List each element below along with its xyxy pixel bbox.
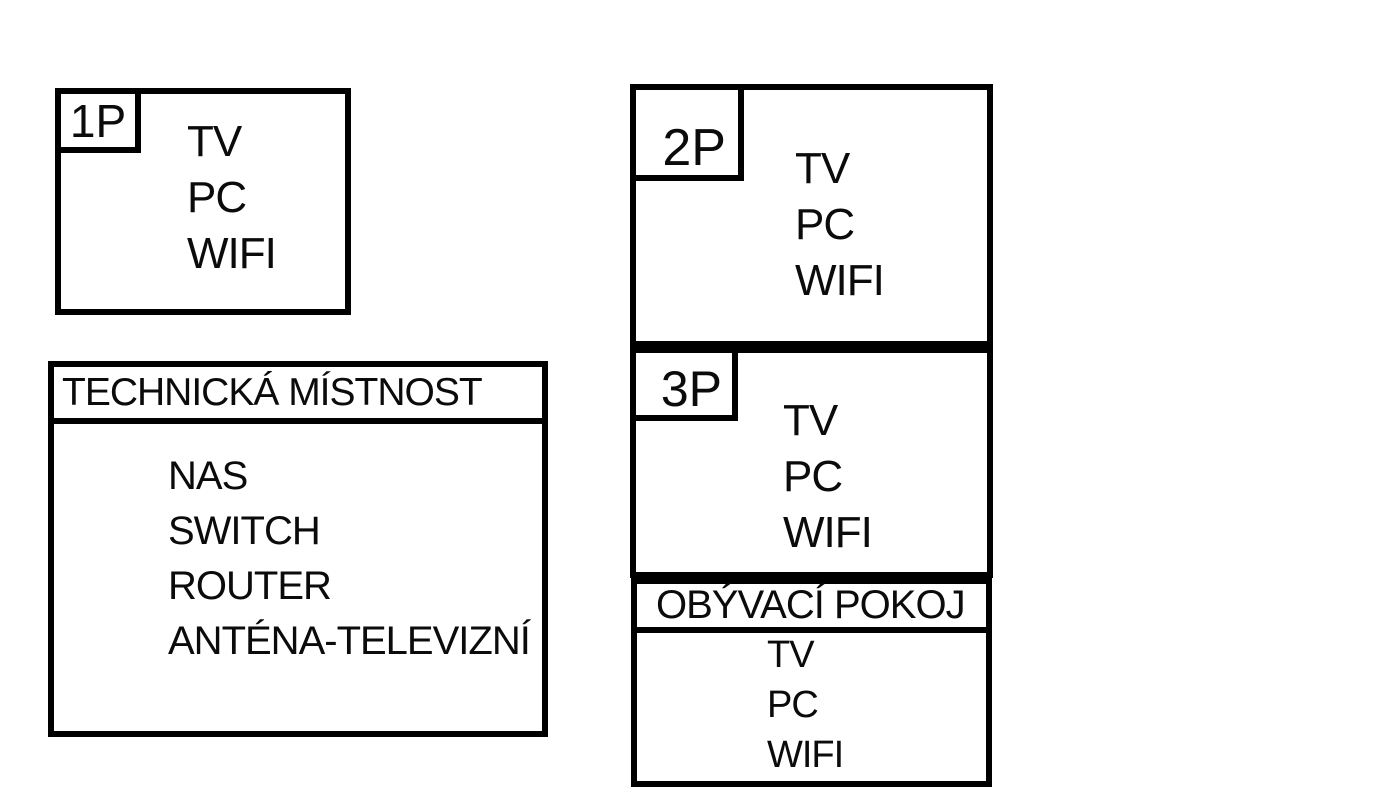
equipment-item-pc: PC (767, 684, 819, 726)
technical-room-header: TECHNICKÁ MÍSTNOST (54, 367, 542, 424)
floor-3-label-box: 3P (630, 347, 738, 421)
room-floor-1: 1P TV PC WIFI (55, 88, 351, 315)
equipment-item-pc: PC (795, 200, 855, 249)
floor-2-equipment-list: TV PC WIFI (795, 141, 885, 309)
room-living: OBÝVACÍ POKOJ TV PC WIFI (631, 578, 992, 787)
equipment-item-antenna: ANTÉNA-TELEVIZNÍ (168, 619, 531, 663)
room-floor-2: 2P TV PC WIFI (630, 84, 993, 347)
technical-room-equipment-list: NAS SWITCH ROUTER ANTÉNA-TELEVIZNÍ (168, 449, 531, 669)
equipment-item-pc: PC (187, 173, 247, 222)
living-room-equipment-list: TV PC WIFI (767, 630, 844, 780)
equipment-item-wifi: WIFI (187, 229, 277, 278)
room-floor-3: 3P TV PC WIFI (630, 347, 993, 578)
floor-3-label: 3P (660, 361, 722, 417)
floor-1-label: 1P (69, 94, 127, 147)
equipment-item-wifi: WIFI (795, 256, 885, 305)
floor-3-equipment-list: TV PC WIFI (783, 393, 873, 561)
equipment-item-wifi: WIFI (783, 508, 873, 557)
equipment-item-switch: SWITCH (168, 509, 321, 553)
living-room-header: OBÝVACÍ POKOJ (637, 583, 986, 633)
equipment-item-pc: PC (783, 452, 843, 501)
equipment-item-tv: TV (783, 396, 838, 445)
equipment-item-nas: NAS (168, 454, 248, 498)
room-technical: TECHNICKÁ MÍSTNOST NAS SWITCH ROUTER ANT… (48, 361, 548, 737)
equipment-item-wifi: WIFI (767, 734, 844, 776)
technical-room-title: TECHNICKÁ MÍSTNOST (62, 370, 483, 414)
floor-2-label-box: 2P (630, 84, 744, 181)
equipment-item-router: ROUTER (168, 564, 332, 608)
equipment-item-tv: TV (795, 144, 850, 193)
floor-1-equipment-list: TV PC WIFI (187, 114, 277, 282)
living-room-title: OBÝVACÍ POKOJ (656, 583, 966, 627)
floor-1-label-box: 1P (55, 88, 141, 153)
equipment-item-tv: TV (767, 634, 815, 676)
equipment-item-tv: TV (187, 117, 242, 166)
floor-2-label: 2P (662, 119, 726, 177)
